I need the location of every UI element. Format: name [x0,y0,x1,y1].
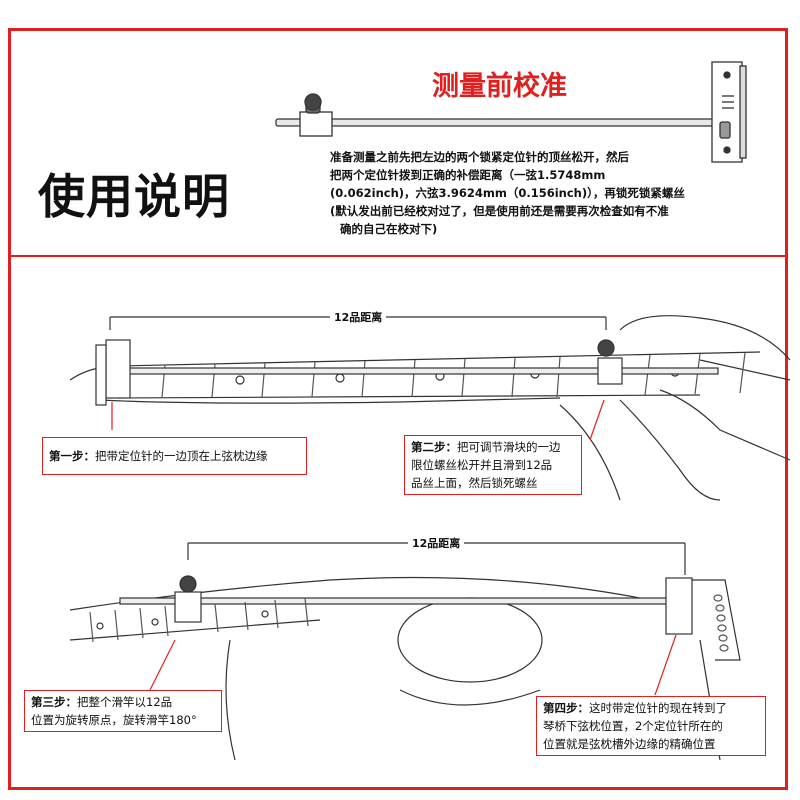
step-3-text-line: 位置为旋转原点，旋转滑竿180° [31,713,197,727]
twelfth-fret-distance-label: 12品距离 [408,535,465,551]
step-3-text-line: 把整个滑竿以12品 [77,695,173,709]
step-2-text-line: 把可调节滑块的一边 [457,440,561,454]
step-2-label: 第二步： [411,440,457,454]
step-2-text-line: 品丝上面，然后锁死螺丝 [411,476,538,490]
step-1-text: 把带定位针的一边顶在上弦枕边缘 [95,449,268,463]
twelfth-fret-distance-label: 12品距离 [330,309,387,325]
step-2-text-line: 限位螺丝松开并且滑到12品 [411,458,553,472]
step-1-label: 第一步： [49,449,95,463]
calibration-line: (0.062inch)，六弦3.9624mm（0.156inch)），再锁死锁紧… [330,186,685,200]
calibration-line: 确的自己在校对下) [340,222,438,236]
step-4-text-line: 这时带定位针的现在转到了 [589,701,727,715]
page-title: 使用说明 [38,170,230,225]
calibration-line: (默认发出前已经校对过了，但是使用前还是需要再次检查如有不准 [330,204,669,218]
step-4-text-line: 位置就是弦枕槽外边缘的精确位置 [543,737,716,751]
step-4-label: 第四步： [543,701,589,715]
step-3-callout: 第三步：把整个滑竿以12品 位置为旋转原点，旋转滑竿180° [24,690,222,732]
calibration-instructions: 准备测量之前先把左边的两个锁紧定位针的顶丝松开，然后 把两个定位针拨到正确的补偿… [330,148,770,238]
step-3-label: 第三步： [31,695,77,709]
calibration-line: 把两个定位针拨到正确的补偿距离（一弦1.5748mm [330,168,606,182]
calibration-line: 准备测量之前先把左边的两个锁紧定位针的顶丝松开，然后 [330,150,629,164]
calibration-title: 测量前校准 [432,71,567,102]
calibration-tool-illustration [275,61,747,163]
step-4-text-line: 琴桥下弦枕位置，2个定位针所在的 [543,719,723,733]
diagram-1 [69,315,791,501]
step-1-callout: 第一步：把带定位针的一边顶在上弦枕边缘 [42,437,307,475]
outer-frame [8,28,788,790]
section-divider [8,255,788,257]
step-2-callout: 第二步：把可调节滑块的一边 限位螺丝松开并且滑到12品 品丝上面，然后锁死螺丝 [404,435,582,495]
step-4-callout: 第四步：这时带定位针的现在转到了 琴桥下弦枕位置，2个定位针所在的 位置就是弦枕… [536,696,766,756]
